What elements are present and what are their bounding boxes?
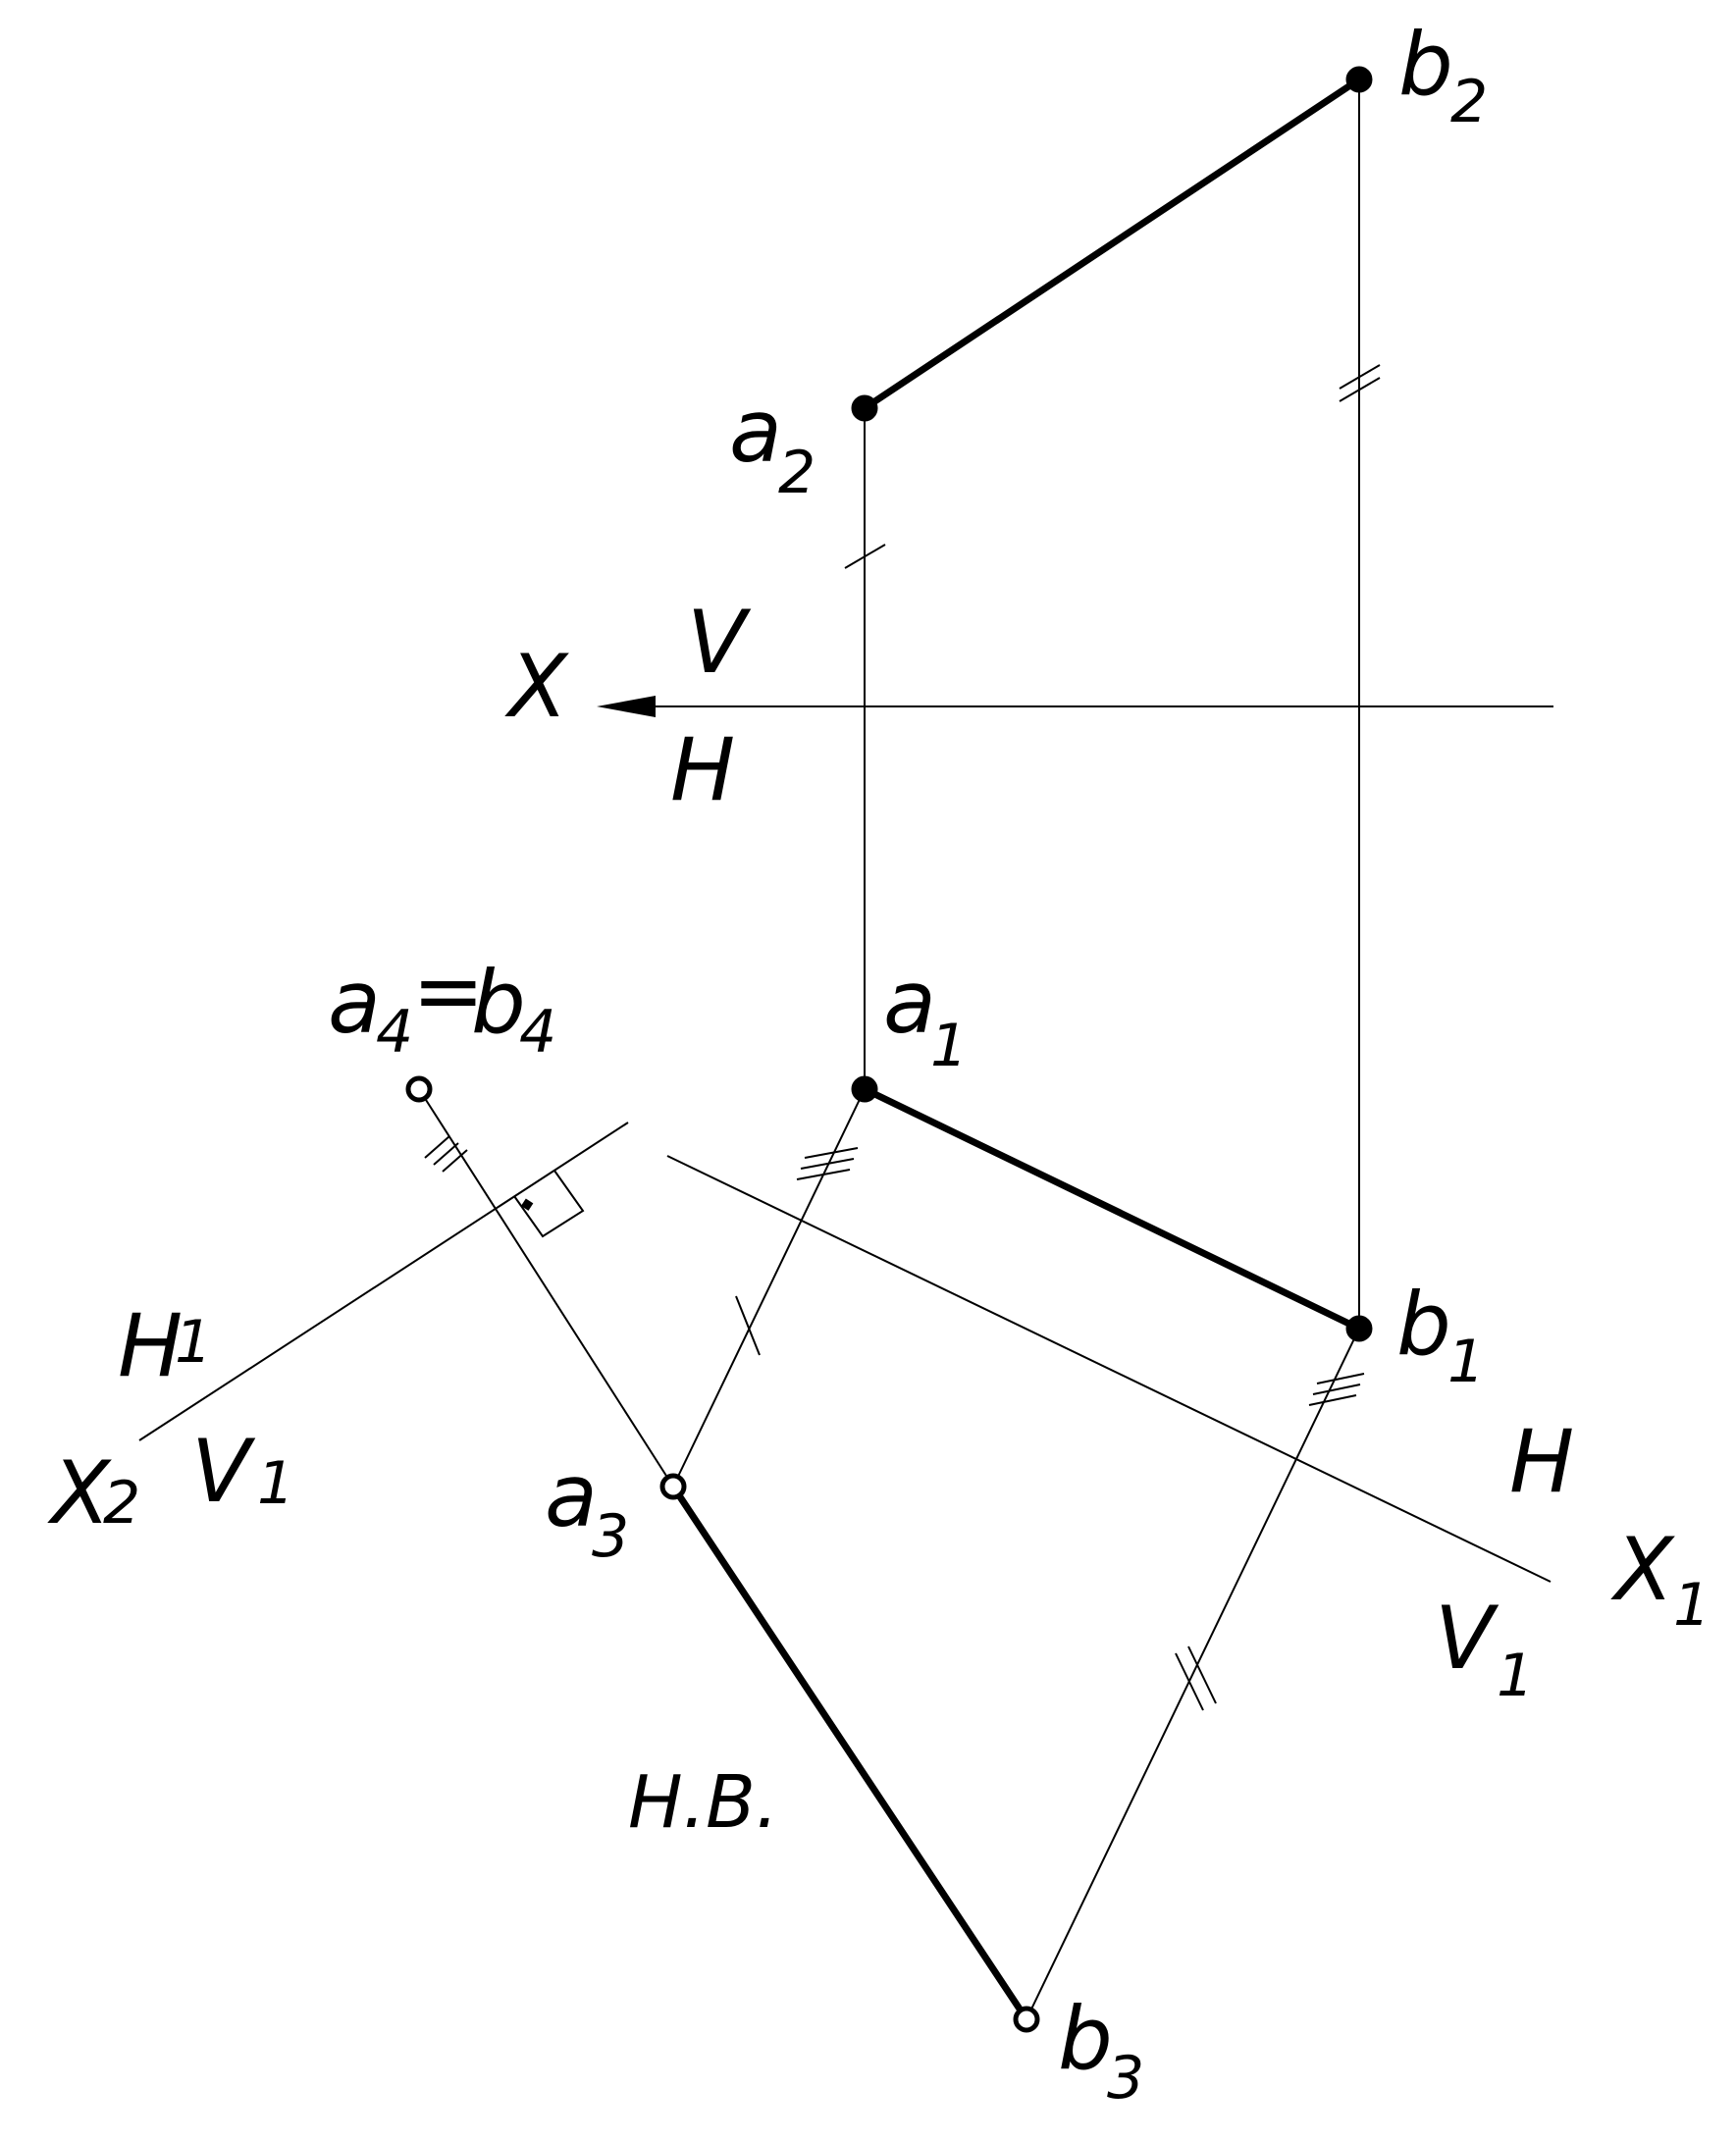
label-a2: a (729, 381, 782, 482)
point-a1 (851, 1075, 878, 1103)
label-equals: = (412, 940, 485, 1041)
point-b1 (1345, 1315, 1373, 1342)
label-plane-h-right: H (1509, 1411, 1574, 1512)
label-b4: b (471, 952, 526, 1053)
label-b1: b (1396, 1274, 1451, 1375)
link-b1-b3 (1026, 1328, 1360, 2020)
label-a1-sub: 1 (930, 1012, 968, 1080)
label-b2: b (1398, 14, 1453, 115)
label-axis-x1: X (1610, 1519, 1675, 1620)
tick-triple-a4 (424, 1135, 468, 1173)
label-plane-h1: H (118, 1295, 183, 1396)
link-a3-a4 (418, 1088, 674, 1488)
label-a3: a (545, 1445, 598, 1546)
label-plane-v1-left-sub: 1 (257, 1449, 294, 1518)
label-axis-x1-sub: 1 (1673, 1571, 1710, 1640)
label-b2-sub: 2 (1450, 68, 1488, 136)
axis-x1 (666, 1155, 1552, 1583)
label-a3-sub: 3 (592, 1502, 629, 1571)
tick-double-b3 (1175, 1645, 1217, 1711)
label-a4-sub: 4 (376, 998, 413, 1067)
segment-a3-b3 (669, 1483, 1030, 2023)
label-plane-v1-right: V (1435, 1588, 1499, 1689)
segment-a2-b2 (861, 76, 1363, 412)
axis-x2 (138, 1122, 629, 1441)
label-b3: b (1058, 1988, 1113, 2089)
label-plane-v1-left: V (191, 1421, 256, 1522)
label-b1-sub: 1 (1447, 1328, 1485, 1396)
label-a1: a (883, 952, 936, 1053)
label-axis-x: X (504, 636, 569, 737)
axis-x (597, 696, 1553, 717)
point-a4-b4 (405, 1075, 433, 1103)
label-plane-v: V (687, 592, 752, 693)
point-a2 (851, 394, 878, 422)
tick-single-a2 (844, 544, 886, 569)
point-b3 (1013, 2006, 1040, 2033)
tick-triple-a1 (796, 1147, 859, 1180)
label-plane-h1-sub: 1 (175, 1308, 212, 1377)
label-b3-sub: 3 (1107, 2044, 1144, 2113)
label-axis-x2: X (47, 1442, 112, 1543)
point-b2 (1345, 66, 1373, 93)
tick-double-b2 (1339, 364, 1381, 402)
label-a4: a (328, 952, 381, 1053)
right-angle-marker (513, 1170, 585, 1238)
segment-a1-b1 (861, 1085, 1363, 1332)
label-plane-v1-right-sub: 1 (1497, 1642, 1534, 1710)
tick-single-a3 (735, 1295, 761, 1356)
axis-x-arrowhead (597, 696, 656, 717)
link-a1-a3 (672, 1088, 866, 1488)
label-axis-x2-sub: 2 (103, 1469, 140, 1538)
label-b4-sub: 4 (519, 998, 556, 1067)
label-a2-sub: 2 (778, 439, 815, 507)
label-plane-h: H (670, 719, 735, 820)
label-true-view: H.B. (628, 1760, 778, 1845)
point-a3 (659, 1473, 687, 1500)
tick-triple-b1 (1308, 1373, 1365, 1406)
